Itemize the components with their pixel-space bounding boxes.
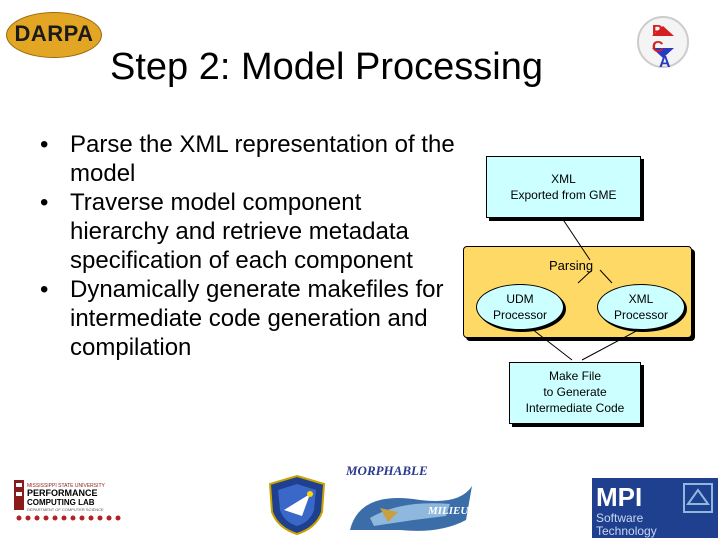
- morphable-milieu-logo: MORPHABLE MILIEU: [345, 463, 472, 531]
- pca-letter-c: C: [652, 39, 664, 56]
- bullet-dot: •: [40, 131, 49, 158]
- xml-export-line-2: Exported from GME: [510, 188, 617, 202]
- morphable-text: MORPHABLE: [345, 463, 428, 478]
- bullet-item: • Dynamically generate makefiles for inte…: [40, 275, 460, 362]
- connector-parsing-to-xmlp: [599, 269, 613, 284]
- udm-line-2: Processor: [492, 308, 548, 322]
- hpc-lab-line-4: DEPARTMENT OF COMPUTER SCIENCE: [27, 507, 104, 512]
- milieu-text: MILIEU: [427, 505, 469, 517]
- udm-line-1: UDM: [506, 292, 534, 306]
- bullet-text: Dynamically generate makefiles for inter…: [70, 276, 444, 361]
- pca-letter-p: P: [652, 23, 663, 40]
- xml-processor-node: XML Processor: [597, 284, 685, 330]
- makefile-text: Make File to Generate Intermediate Code: [510, 368, 640, 416]
- udm-processor-node: UDM Processor: [476, 284, 564, 330]
- hpc-lab-line-1: MISSISSIPPI STATE UNIVERSITY: [27, 483, 106, 489]
- xml-processor-line-1: XML: [628, 292, 654, 306]
- udm-processor-text: UDM Processor: [477, 291, 563, 323]
- bullet-item: • Parse the XML representation of the mod…: [40, 130, 460, 188]
- connector-xmlp-to-make: [581, 328, 641, 361]
- darpa-logo-text: DARPA: [14, 21, 94, 46]
- pca-logo: P C A: [637, 16, 689, 70]
- air-force-shield-logo: [268, 474, 326, 536]
- makefile-box: Make File to Generate Intermediate Code: [509, 362, 641, 424]
- mpi-text: MPI: [596, 482, 642, 512]
- makefile-line-1: Make File: [548, 369, 601, 383]
- bullet-list: • Parse the XML representation of the mod…: [40, 130, 460, 362]
- bullet-text: Parse the XML representation of the mode…: [70, 131, 455, 187]
- hpc-lab-logo: MISSISSIPPI STATE UNIVERSITY PERFORMANCE…: [14, 480, 121, 521]
- hpc-lab-line-2: PERFORMANCE: [27, 488, 98, 498]
- darpa-logo-oval: [6, 12, 102, 58]
- bullet-text: Traverse model component hierarchy and r…: [70, 189, 413, 274]
- bullet-dot: •: [40, 276, 49, 303]
- mpi-software-text: Software: [596, 511, 644, 525]
- connector-parsing-to-udm: [577, 269, 593, 284]
- xml-processor-line-2: Processor: [613, 308, 669, 322]
- xml-processor-text: XML Processor: [598, 291, 684, 323]
- makefile-line-3: Intermediate Code: [525, 401, 625, 415]
- pca-letter-a: A: [659, 54, 671, 70]
- bullet-item: • Traverse model component hierarchy and …: [40, 188, 460, 275]
- bullet-dot: •: [40, 189, 49, 216]
- hpc-lab-line-3: COMPUTING LAB: [27, 498, 95, 507]
- mpi-technology-text: Technology: [596, 524, 657, 538]
- makefile-line-2: to Generate: [543, 385, 607, 399]
- darpa-logo: DARPA: [6, 12, 102, 58]
- connector-udm-to-make: [531, 328, 573, 361]
- xml-export-text: XML Exported from GME: [487, 171, 640, 203]
- mpi-software-logo: MPI Software Technology: [592, 478, 718, 538]
- slide-title: Step 2: Model Processing: [110, 46, 544, 88]
- xml-export-line-1: XML: [551, 172, 576, 186]
- parsing-label: Parsing: [549, 258, 594, 273]
- connector-xml-to-parsing: [561, 217, 591, 261]
- xml-export-box: XML Exported from GME: [486, 156, 641, 218]
